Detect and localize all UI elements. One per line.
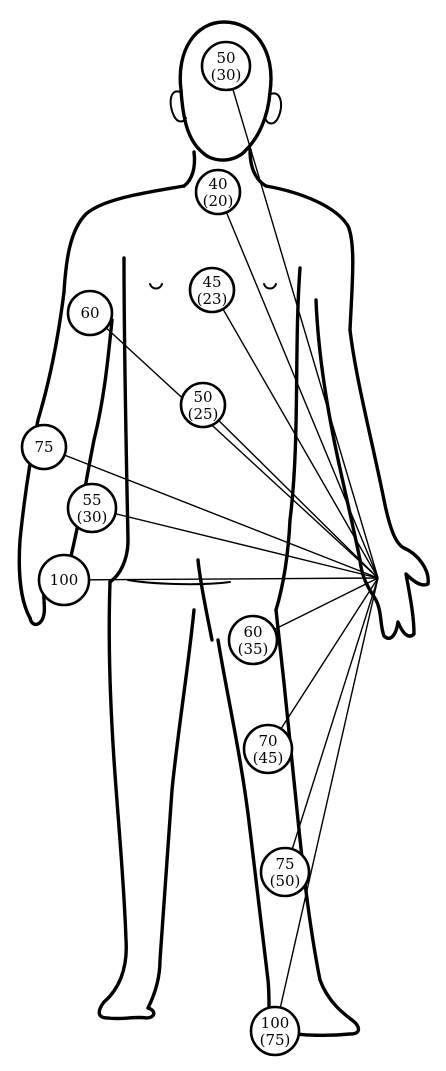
- marker-neck: 40(20): [194, 168, 242, 216]
- neck-right: [248, 148, 268, 188]
- marker-circle: [20, 423, 68, 471]
- ray-chest: [211, 289, 379, 579]
- right-foot: [284, 1018, 361, 1038]
- right-shoulder: [264, 184, 355, 332]
- marker-circle: [242, 723, 294, 775]
- marker-groin: 55(30): [66, 482, 118, 534]
- marker-calf: 75(50): [259, 846, 311, 898]
- marker-circle: [194, 168, 242, 216]
- marker-circle: [227, 614, 279, 666]
- marker-subvalue: (50): [270, 872, 301, 890]
- marker-knee: 70(45): [242, 723, 294, 775]
- marker-circle: [259, 846, 311, 898]
- marker-value: 75: [275, 855, 294, 873]
- marker-abdomen: 50(25): [179, 381, 227, 429]
- marker-circle: [188, 266, 236, 314]
- head-outline: [178, 20, 273, 162]
- marker-hand: 100: [37, 553, 91, 607]
- neck-left: [182, 150, 197, 188]
- marker-value: 50: [216, 49, 235, 67]
- ray-forehead: [225, 65, 379, 579]
- left-leg-outer: [102, 580, 128, 1004]
- marker-circle: [37, 553, 91, 607]
- marker-subvalue: (35): [238, 640, 269, 658]
- marker-circle: [200, 40, 252, 92]
- left-nipple: [149, 283, 163, 290]
- marker-forehead: 50(30): [200, 40, 252, 92]
- right-arm-inner: [314, 298, 362, 562]
- marker-badges: 50(30)40(20)45(23)6050(25)7555(30)10060(…: [20, 40, 311, 1057]
- marker-subvalue: (30): [211, 66, 242, 84]
- marker-foot: 100(75): [249, 1005, 301, 1057]
- marker-circle: [66, 289, 114, 337]
- right-hand: [358, 546, 430, 640]
- marker-subvalue: (75): [260, 1031, 291, 1049]
- marker-value: 60: [243, 623, 262, 641]
- marker-circle: [66, 482, 118, 534]
- marker-subvalue: (23): [197, 290, 228, 308]
- marker-subvalue: (25): [188, 405, 219, 423]
- ray-groin: [91, 507, 379, 579]
- torso-left: [108, 256, 130, 584]
- ray-abdomen: [202, 404, 379, 579]
- left-shoulder: [62, 184, 186, 294]
- marker-value: 100: [50, 571, 79, 589]
- right-ear: [265, 92, 283, 125]
- right-leg-inner: [216, 638, 272, 1028]
- marker-subvalue: (30): [77, 508, 108, 526]
- marker-circle: [249, 1005, 301, 1057]
- pointer-rays: [43, 65, 379, 1032]
- right-arm-outer: [348, 328, 406, 550]
- marker-circle: [179, 381, 227, 429]
- marker-forearm: 75: [20, 423, 68, 471]
- marker-value: 70: [258, 732, 277, 750]
- marker-thigh: 60(35): [227, 614, 279, 666]
- marker-value: 100: [261, 1014, 290, 1032]
- ray-forearm: [43, 446, 379, 579]
- marker-subvalue: (20): [203, 192, 234, 210]
- marker-upper-arm: 60: [66, 289, 114, 337]
- marker-subvalue: (45): [253, 749, 284, 767]
- ray-neck: [217, 191, 379, 579]
- marker-value: 60: [80, 304, 99, 322]
- marker-chest: 45(23): [188, 266, 236, 314]
- marker-value: 55: [82, 491, 101, 509]
- right-leg-outer: [274, 608, 354, 1022]
- ray-upper-arm: [89, 312, 379, 579]
- marker-value: 75: [34, 438, 53, 456]
- ray-knee: [267, 577, 379, 750]
- left-ear: [169, 90, 187, 123]
- body-outline: [17, 20, 430, 1038]
- left-leg-inner: [146, 608, 196, 1010]
- marker-value: 45: [202, 273, 221, 291]
- ray-foot: [274, 577, 379, 1032]
- groin-line: [127, 579, 231, 586]
- ray-calf: [284, 577, 379, 873]
- ray-hand: [63, 577, 379, 581]
- marker-value: 50: [193, 388, 212, 406]
- left-foot: [97, 1000, 156, 1021]
- groin-center: [196, 558, 214, 642]
- torso-right: [274, 266, 302, 612]
- marker-value: 40: [208, 175, 227, 193]
- right-nipple: [263, 283, 277, 290]
